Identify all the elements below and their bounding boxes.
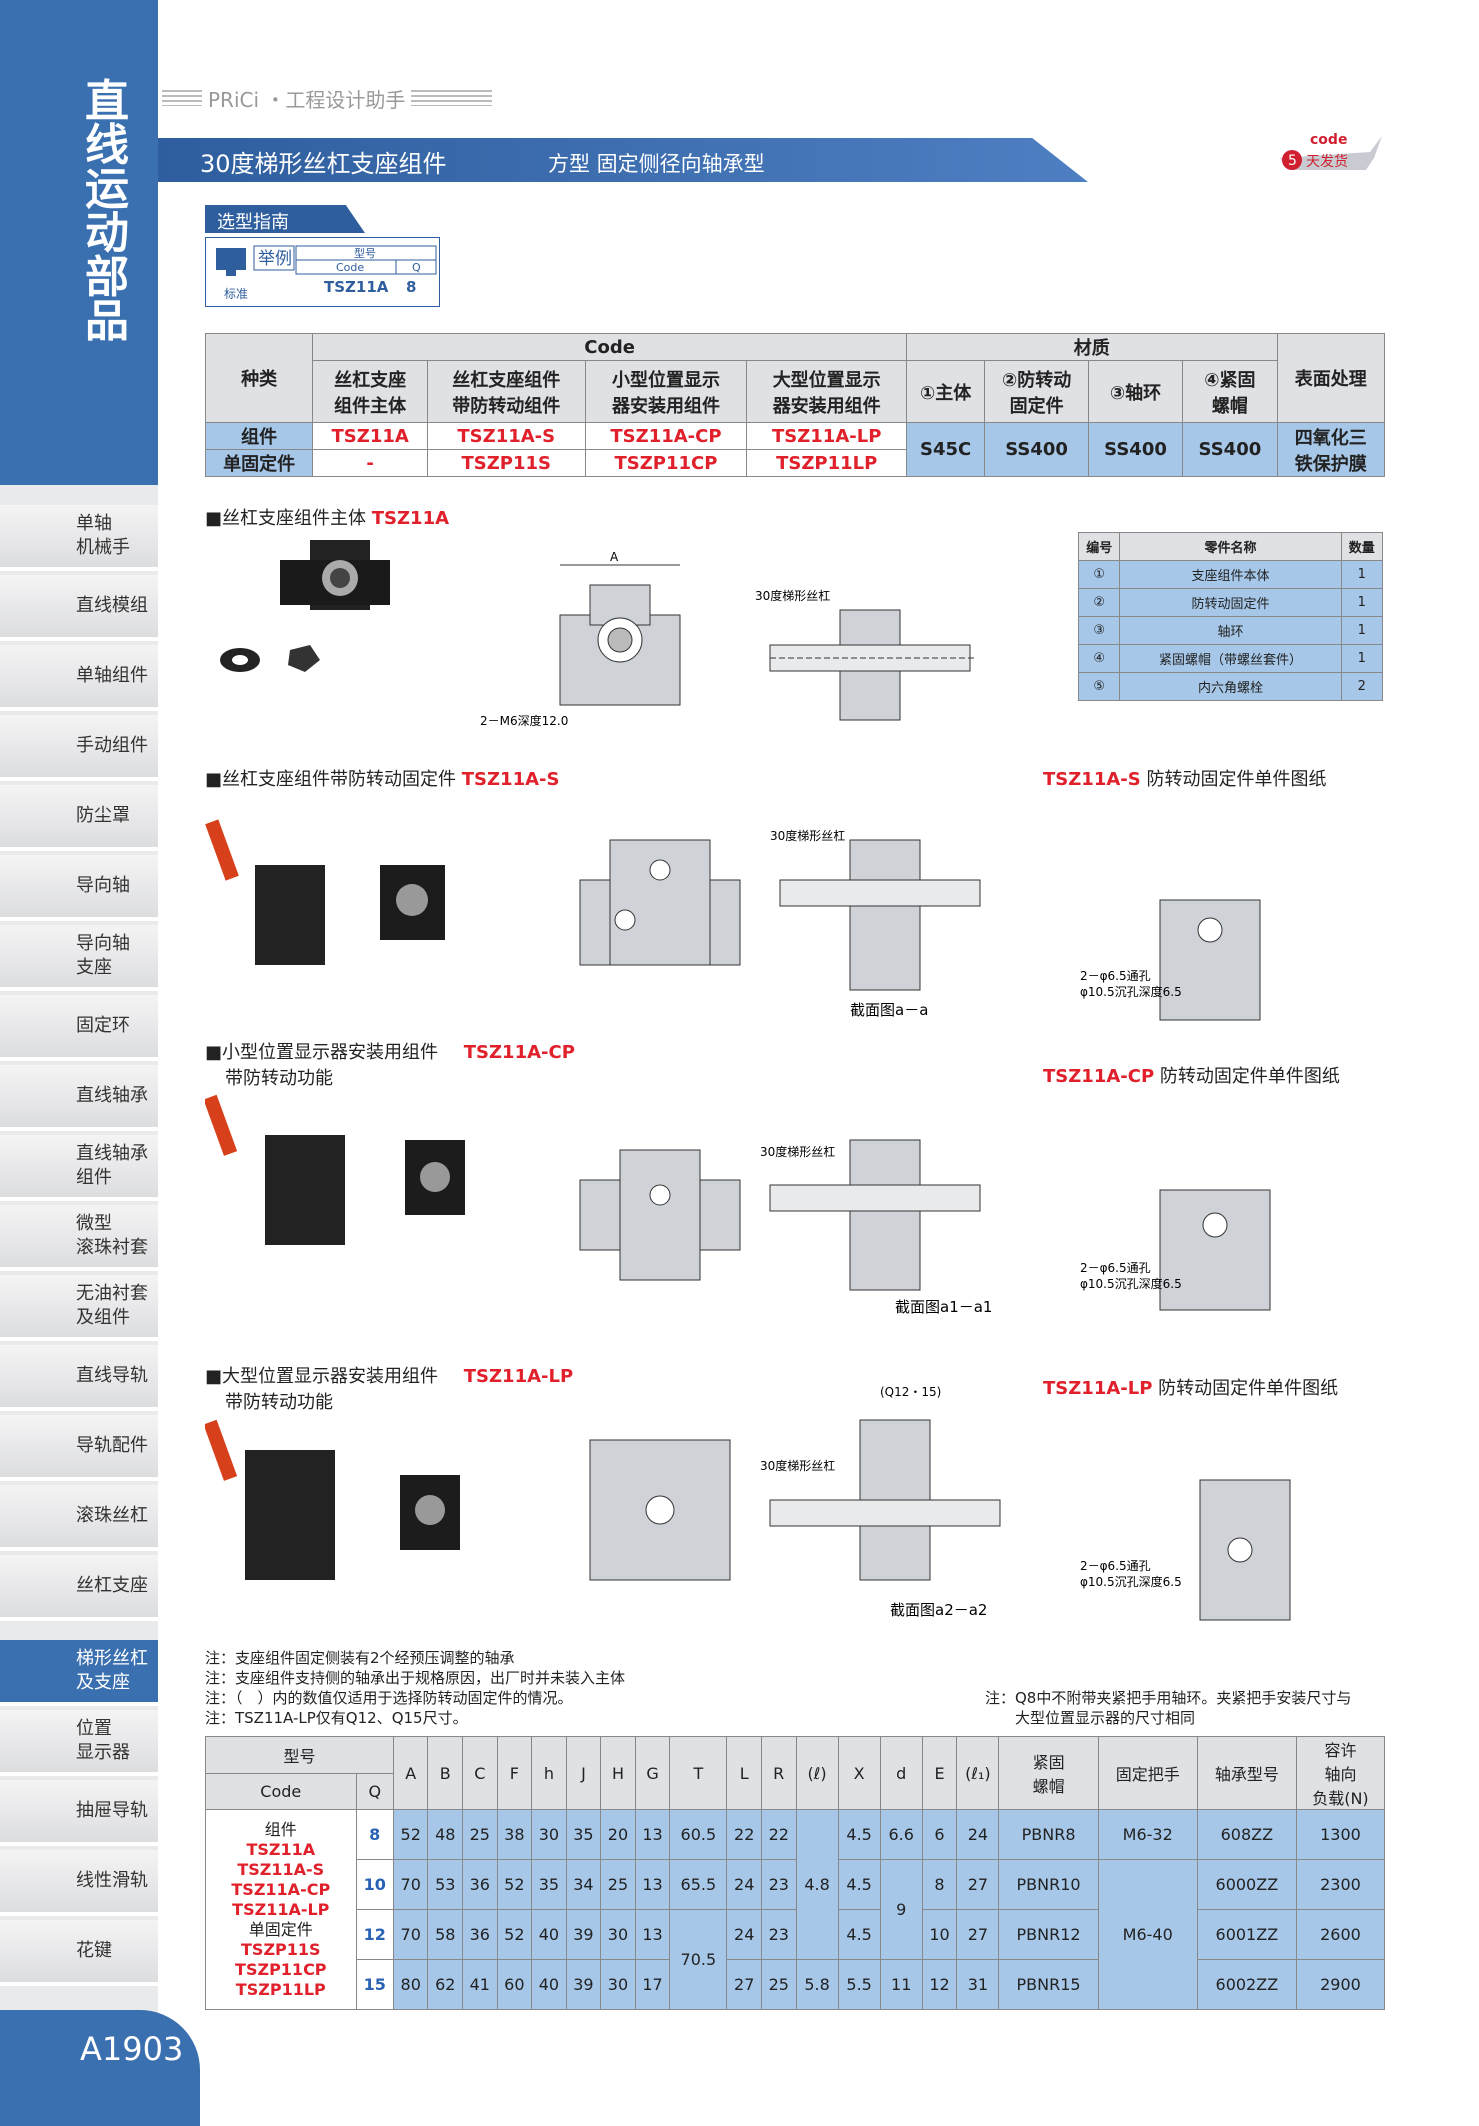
sidebar-item-20[interactable]: 花键	[0, 1920, 158, 1986]
sidebar-item-8[interactable]: 直线轴承	[0, 1065, 158, 1131]
spec-table: 种类 Code 材质 表面处理 丝杠支座 组件主体 丝杠支座组件 带防转动组件 …	[204, 333, 1386, 477]
product-photo-2	[205, 819, 445, 965]
drawing-tsz11a-lp-part: 2－φ6.5通孔 φ10.5沉孔深度6.5	[1080, 1479, 1291, 1621]
sidebar-item-13[interactable]: 导轨配件	[0, 1415, 158, 1481]
code-header: Code	[312, 333, 907, 361]
category-title: 直线运动部品	[85, 76, 129, 347]
svg-text:φ10.5沉孔深度6.5: φ10.5沉孔深度6.5	[1080, 1276, 1182, 1291]
drawing-tsz11a-side: 30度梯形丝杠	[755, 588, 975, 721]
category-panel: 直线运动部品	[0, 0, 158, 485]
sidebar-item-11[interactable]: 无油衬套 及组件	[0, 1275, 158, 1341]
svg-text:8: 8	[406, 278, 416, 296]
svg-text:30度梯形丝杠: 30度梯形丝杠	[760, 1144, 835, 1159]
sidebar-item-12[interactable]: 直线导轨	[0, 1345, 158, 1411]
sidebar-item-4[interactable]: 防尘罩	[0, 785, 158, 851]
product-photo-3	[205, 1094, 465, 1245]
material-header: 材质	[905, 333, 1278, 361]
svg-text:截面图a2－a2: 截面图a2－a2	[890, 1601, 987, 1619]
drawing-tsz11a-s-side: 30度梯形丝杠 截面图a－a	[770, 828, 981, 1019]
svg-text:30度梯形丝杠: 30度梯形丝杠	[770, 828, 845, 843]
svg-text:2－φ6.5通孔: 2－φ6.5通孔	[1080, 1261, 1151, 1275]
svg-text:截面图a1－a1: 截面图a1－a1	[895, 1298, 992, 1316]
drawing-tsz11a-lp-side: (Q12・15) 30度梯形丝杠 截面图a2－a2	[760, 1385, 1001, 1619]
type-col-header: 种类	[204, 333, 314, 423]
svg-text:30度梯形丝杠: 30度梯形丝杠	[755, 588, 830, 603]
product-photo-1	[220, 540, 390, 672]
section-1-label: ■丝杠支座组件主体 TSZ11A	[205, 508, 450, 529]
svg-text:φ10.5沉孔深度6.5: φ10.5沉孔深度6.5	[1080, 1574, 1182, 1589]
drawing-tsz11a-cp-part: 2－φ6.5通孔 φ10.5沉孔深度6.5	[1080, 1189, 1271, 1311]
sidebar-item-3[interactable]: 手动组件	[0, 715, 158, 781]
section-3-right-label: TSZ11A-CP 防转动固定件单件图纸	[1043, 1066, 1340, 1087]
guide-tab: 选型指南	[205, 205, 365, 233]
svg-text:TSZ11A: TSZ11A	[324, 278, 389, 296]
svg-text:Q: Q	[412, 261, 421, 274]
svg-text:截面图a－a: 截面图a－a	[850, 1001, 928, 1019]
section-2-label: ■丝杠支座组件带防转动固定件 TSZ11A-S	[205, 769, 560, 790]
surface-header: 表面处理	[1276, 333, 1386, 423]
sidebar-item-10[interactable]: 微型 滚珠衬套	[0, 1205, 158, 1271]
sidebar-item-7[interactable]: 固定环	[0, 995, 158, 1061]
sidebar-item-2[interactable]: 单轴组件	[0, 645, 158, 711]
note-right: 注：Q8中不附带夹紧把手用轴环。夹紧把手安装尺寸与 大型位置显示器的尺寸相同	[985, 1689, 1352, 1727]
guide-box: 举例 型号 Code Q 标准 TSZ11A 8	[205, 237, 440, 307]
svg-text:举例: 举例	[258, 249, 292, 269]
sidebar-item-16[interactable]: 梯形丝杠 及支座	[0, 1640, 158, 1706]
sidebar-item-15[interactable]: 丝杠支座	[0, 1555, 158, 1621]
svg-text:A: A	[610, 550, 619, 564]
svg-text:Code: Code	[336, 261, 364, 274]
section-4-right-label: TSZ11A-LP 防转动固定件单件图纸	[1043, 1378, 1339, 1399]
sidebar-item-1[interactable]: 直线模组	[0, 575, 158, 641]
drawing-tsz11a-s-part: 2－φ6.5通孔 φ10.5沉孔深度6.5	[1080, 899, 1261, 1021]
brand-bar: PRiCi ・工程设计助手	[162, 84, 492, 113]
svg-text:天发货: 天发货	[1306, 153, 1348, 170]
brand-text: PRiCi ・工程设计助手	[202, 84, 412, 113]
sidebar-item-5[interactable]: 导向轴	[0, 855, 158, 921]
section-2-right-label: TSZ11A-S 防转动固定件单件图纸	[1043, 769, 1327, 790]
svg-text:标准: 标准	[224, 287, 248, 301]
drawing-tsz11a-front: A 2－M6深度12.0	[480, 550, 681, 728]
page-subtitle: 方型 固定侧径向轴承型	[548, 152, 765, 176]
sidebar-item-0[interactable]: 单轴 机械手	[0, 505, 158, 571]
product-photo-4	[205, 1419, 460, 1580]
notes: 注：支座组件固定侧装有2个经预压调整的轴承 注：支座组件支持侧的轴承出于规格原因…	[205, 1649, 626, 1727]
page-number: A1903	[0, 2010, 200, 2126]
svg-text:φ10.5沉孔深度6.5: φ10.5沉孔深度6.5	[1080, 984, 1182, 999]
sidebar: 直线运动部品 单轴 机械手直线模组单轴组件手动组件防尘罩导向轴导向轴 支座固定环…	[0, 0, 200, 2126]
monitor-icon	[216, 248, 246, 270]
svg-text:2－φ6.5通孔: 2－φ6.5通孔	[1080, 969, 1151, 983]
svg-text:30度梯形丝杠: 30度梯形丝杠	[760, 1458, 835, 1473]
sidebar-item-9[interactable]: 直线轴承 组件	[0, 1135, 158, 1201]
sidebar-item-14[interactable]: 滚珠丝杠	[0, 1485, 158, 1551]
delivery-badge-icon: code 5 天发货	[1280, 132, 1382, 170]
delivery-badge: code 5 天发货	[1270, 128, 1390, 174]
svg-text:5: 5	[1288, 153, 1297, 169]
svg-text:code: code	[1310, 132, 1347, 148]
sidebar-item-6[interactable]: 导向轴 支座	[0, 925, 158, 991]
sidebar-item-18[interactable]: 抽屉导轨	[0, 1780, 158, 1846]
svg-text:2－φ6.5通孔: 2－φ6.5通孔	[1080, 1559, 1151, 1573]
sidebar-item-17[interactable]: 位置 显示器	[0, 1710, 158, 1776]
svg-text:(Q12・15): (Q12・15)	[880, 1385, 941, 1399]
drawing-tsz11a-cp-front	[579, 1149, 741, 1281]
sidebar-item-19[interactable]: 线性滑轨	[0, 1850, 158, 1916]
svg-text:型号: 型号	[354, 246, 376, 260]
title-bar: 30度梯形丝杠支座组件 方型 固定侧径向轴承型	[158, 138, 1088, 182]
page-title: 30度梯形丝杠支座组件	[200, 150, 447, 178]
drawing-tsz11a-cp-side: 30度梯形丝杠 截面图a1－a1	[760, 1139, 992, 1316]
drawing-tsz11a-lp-front	[589, 1439, 731, 1581]
svg-text:2－M6深度12.0: 2－M6深度12.0	[480, 713, 568, 728]
drawing-tsz11a-s-front	[579, 839, 741, 966]
